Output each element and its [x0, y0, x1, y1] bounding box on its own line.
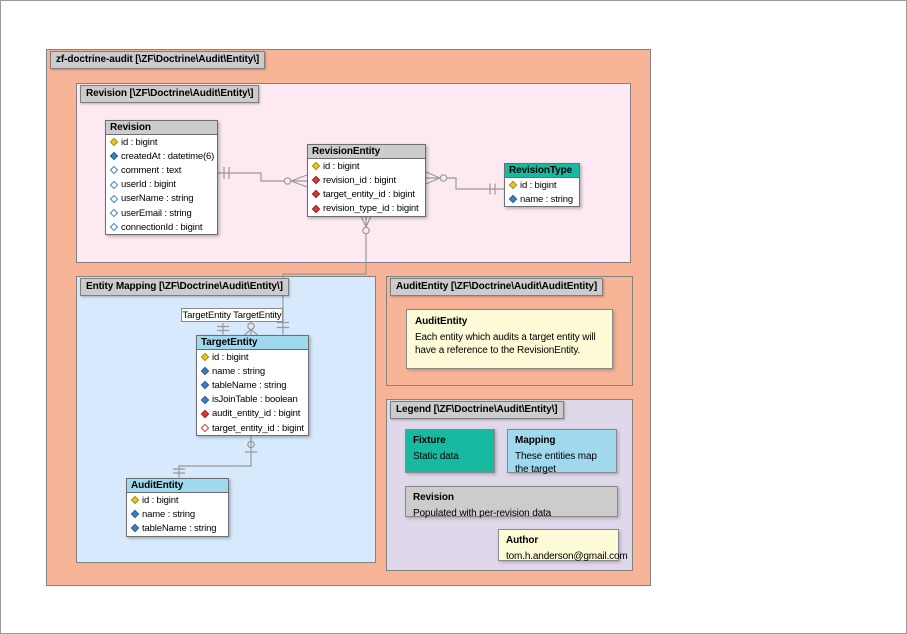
entity-table-revision-type: RevisionType id : bigint name : string — [504, 163, 580, 208]
table-row: userId : bigint — [106, 178, 217, 192]
note-body: Each entity which audits a target entity… — [415, 332, 596, 356]
note-title: AuditEntity — [415, 316, 468, 327]
field-label: id : bigint — [323, 160, 360, 172]
table-row: revision_id : bigint — [308, 173, 425, 187]
section-title-entity-mapping: Entity Mapping [\ZF\Doctrine\Audit\Entit… — [80, 278, 289, 296]
table-row: comment : text — [106, 163, 217, 177]
nullable-foreign-key-icon — [200, 423, 210, 433]
table-row: userName : string — [106, 192, 217, 206]
section-title-legend: Legend [\ZF\Doctrine\Audit\Entity\] — [390, 401, 564, 419]
field-label: name : string — [142, 508, 195, 520]
field-label: target_entity_id : bigint — [323, 188, 415, 200]
field-label: createdAt : datetime(6) — [121, 150, 215, 162]
field-label: userName : string — [121, 193, 194, 205]
table-row: createdAt : datetime(6) — [106, 149, 217, 163]
required-field-icon — [508, 195, 518, 204]
legend-item-title: Revision — [413, 492, 454, 503]
entity-header: RevisionType — [505, 164, 579, 178]
entity-table-audit-entity: AuditEntity id : bigint name : string ta… — [126, 478, 229, 537]
nullable-field-icon — [109, 166, 119, 175]
legend-item-title: Author — [506, 535, 539, 546]
field-label: comment : text — [121, 164, 182, 176]
foreign-key-icon — [311, 204, 321, 213]
nullable-field-icon — [109, 222, 119, 232]
table-row: tableName : string — [197, 378, 308, 392]
table-row: revision_type_id : bigint — [308, 202, 425, 216]
field-label: revision_type_id : bigint — [323, 203, 419, 215]
entity-table-revision: Revision id : bigint createdAt : datetim… — [105, 120, 218, 236]
note-audit-entity: AuditEntity Each entity which audits a t… — [406, 309, 613, 369]
primary-key-icon — [508, 180, 518, 190]
entity-header: AuditEntity — [127, 479, 228, 493]
field-label: isJoinTable : boolean — [212, 394, 298, 406]
section-title-audit-entity: AuditEntity [\ZF\Doctrine\Audit\AuditEnt… — [390, 278, 604, 296]
required-field-icon — [200, 367, 210, 376]
table-row: target_entity_id : bigint — [197, 421, 308, 435]
field-label: audit_entity_id : bigint — [212, 408, 301, 420]
nullable-field-icon — [109, 194, 119, 204]
table-row: audit_entity_id : bigint — [197, 407, 308, 421]
legend-item-body: These entities map the target — [515, 451, 597, 475]
field-label: tableName : string — [212, 379, 287, 391]
legend-item-body: Static data — [413, 451, 459, 462]
table-row: tableName : string — [127, 521, 228, 535]
foreign-key-icon — [200, 409, 210, 419]
required-field-icon — [109, 152, 119, 161]
entity-header: RevisionEntity — [308, 145, 425, 159]
required-field-icon — [200, 395, 210, 404]
section-title-revision: Revision [\ZF\Doctrine\Audit\Entity\] — [80, 85, 260, 103]
entity-table-revision-entity: RevisionEntity id : bigint revision_id :… — [307, 144, 426, 217]
primary-key-icon — [200, 352, 210, 362]
field-label: id : bigint — [520, 179, 557, 191]
table-row: id : bigint — [308, 159, 425, 173]
primary-key-icon — [311, 161, 321, 171]
table-row: name : string — [127, 507, 228, 521]
entity-header: Revision — [106, 121, 217, 135]
field-label: id : bigint — [142, 494, 179, 506]
legend-item-fixture: Fixture Static data — [405, 429, 495, 473]
table-row: target_entity_id : bigint — [308, 187, 425, 201]
field-label: userId : bigint — [121, 179, 176, 191]
field-label: revision_id : bigint — [323, 174, 397, 186]
table-row: isJoinTable : boolean — [197, 393, 308, 407]
entity-table-target-entity: TargetEntity id : bigint name : string t… — [196, 335, 309, 437]
table-row: name : string — [197, 364, 308, 378]
table-row: id : bigint — [197, 350, 308, 364]
table-row: userEmail : string — [106, 206, 217, 220]
field-label: id : bigint — [121, 136, 158, 148]
field-label: tableName : string — [142, 522, 217, 534]
table-row: id : bigint — [505, 178, 579, 192]
foreign-key-icon — [311, 190, 321, 199]
table-row: connectionId : bigint — [106, 220, 217, 234]
field-label: userEmail : string — [121, 207, 192, 219]
field-label: id : bigint — [212, 351, 249, 363]
legend-item-title: Mapping — [515, 435, 556, 446]
legend-item-body: tom.h.anderson@gmail.com — [506, 551, 628, 562]
nullable-field-icon — [109, 208, 119, 218]
field-label: connectionId : bigint — [121, 221, 203, 233]
package-title: zf-doctrine-audit [\ZF\Doctrine\Audit\En… — [50, 51, 266, 69]
required-field-icon — [130, 524, 140, 533]
table-row: name : string — [505, 192, 579, 206]
field-label: target_entity_id : bigint — [212, 422, 304, 434]
legend-item-body: Populated with per-revision data — [413, 508, 552, 519]
self-relation-label: TargetEntity TargetEntity — [181, 308, 283, 322]
legend-item-mapping: Mapping These entities map the target — [507, 429, 617, 475]
required-field-icon — [130, 510, 140, 519]
legend-item-title: Fixture — [413, 435, 446, 446]
legend-item-revision: Revision Populated with per-revision dat… — [405, 486, 618, 519]
entity-header: TargetEntity — [197, 336, 308, 350]
required-field-icon — [200, 381, 210, 390]
table-row: id : bigint — [127, 493, 228, 507]
primary-key-icon — [130, 495, 140, 505]
table-row: id : bigint — [106, 135, 217, 149]
primary-key-icon — [109, 137, 119, 147]
nullable-field-icon — [109, 180, 119, 189]
field-label: name : string — [212, 365, 265, 377]
foreign-key-icon — [311, 176, 321, 185]
field-label: name : string — [520, 193, 573, 205]
legend-item-author: Author tom.h.anderson@gmail.com — [498, 529, 628, 562]
